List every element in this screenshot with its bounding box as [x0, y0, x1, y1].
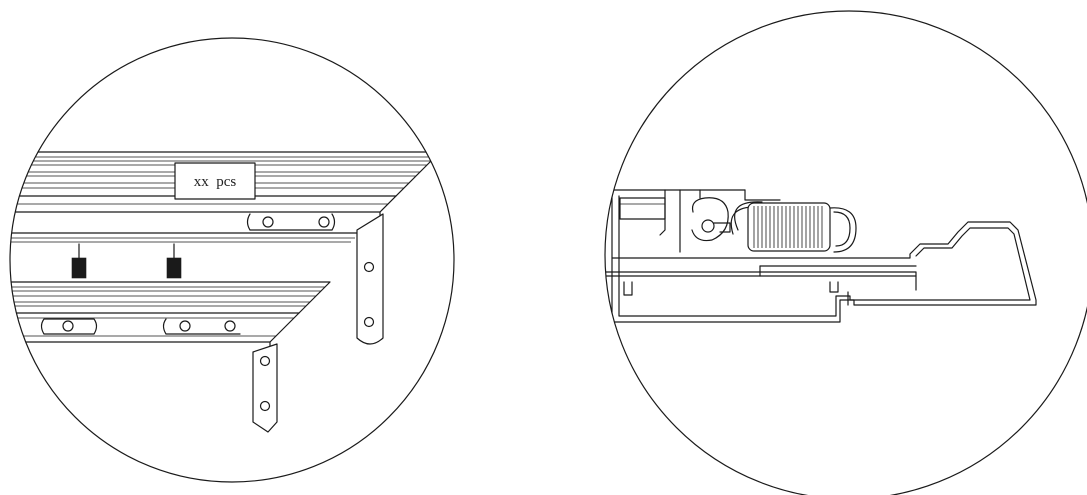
- left-detail-view: xx pcs: [9, 37, 455, 483]
- left-detail-circle: [9, 37, 455, 483]
- spring-right: [166, 243, 182, 279]
- profile-cross-section: [605, 189, 1037, 323]
- right-detail-view: [604, 10, 1087, 495]
- coil-spring: [747, 202, 857, 253]
- quantity-label-text: xx pcs: [194, 174, 237, 190]
- lower-rail-profile: [10, 281, 331, 351]
- spring-coils: [753, 206, 823, 248]
- mounting-bracket-upper: [356, 213, 384, 345]
- mounting-bracket-lower: [252, 343, 278, 433]
- quantity-label-box: xx pcs: [174, 162, 256, 200]
- upper-slot-holes: [246, 213, 336, 231]
- middle-channel: [10, 232, 361, 243]
- lower-slot-holes: [40, 318, 241, 335]
- right-detail-circle: [604, 10, 1087, 495]
- spring-left: [71, 243, 87, 279]
